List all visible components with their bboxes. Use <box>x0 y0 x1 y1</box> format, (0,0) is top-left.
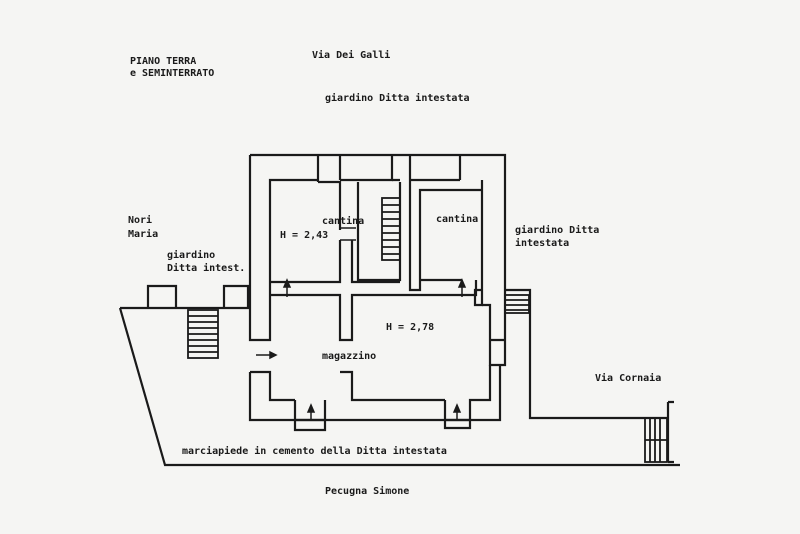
terrace-outline <box>118 284 680 467</box>
title-line-1: PIANO TERRA <box>130 56 196 67</box>
cantina-label-2: cantina <box>436 213 478 225</box>
magazzino-label: magazzino <box>322 350 376 362</box>
garden-left-1: giardino <box>167 249 215 261</box>
garden-right-1: giardino Ditta <box>515 224 599 236</box>
height-label-2: H = 2,78 <box>386 322 434 333</box>
title-line-2: e SEMINTERRATO <box>130 68 214 79</box>
building-walls <box>248 153 507 432</box>
stairs-left <box>187 309 219 359</box>
cantina-label-1: cantina <box>322 215 364 227</box>
door-arrows <box>256 227 467 420</box>
height-label-1: H = 2,43 <box>280 230 328 241</box>
garden-right-2: intestata <box>515 237 569 249</box>
neighbor-bottom: Pecugna Simone <box>325 485 409 497</box>
street-top: Via Dei Galli <box>312 49 390 61</box>
street-right: Via Cornaia <box>595 372 661 384</box>
neighbor-left-1: Nori <box>128 214 152 226</box>
garden-left-2: Ditta intest. <box>167 262 245 274</box>
stairs-right <box>504 294 530 314</box>
garden-top-label: giardino Ditta intestata <box>325 92 470 104</box>
neighbor-left-2: Maria <box>128 228 158 240</box>
sidewalk-label: marciapiede in cemento della Ditta intes… <box>182 445 447 457</box>
stairs-cantina <box>381 197 401 261</box>
stairs-via-cornaia <box>644 417 668 463</box>
